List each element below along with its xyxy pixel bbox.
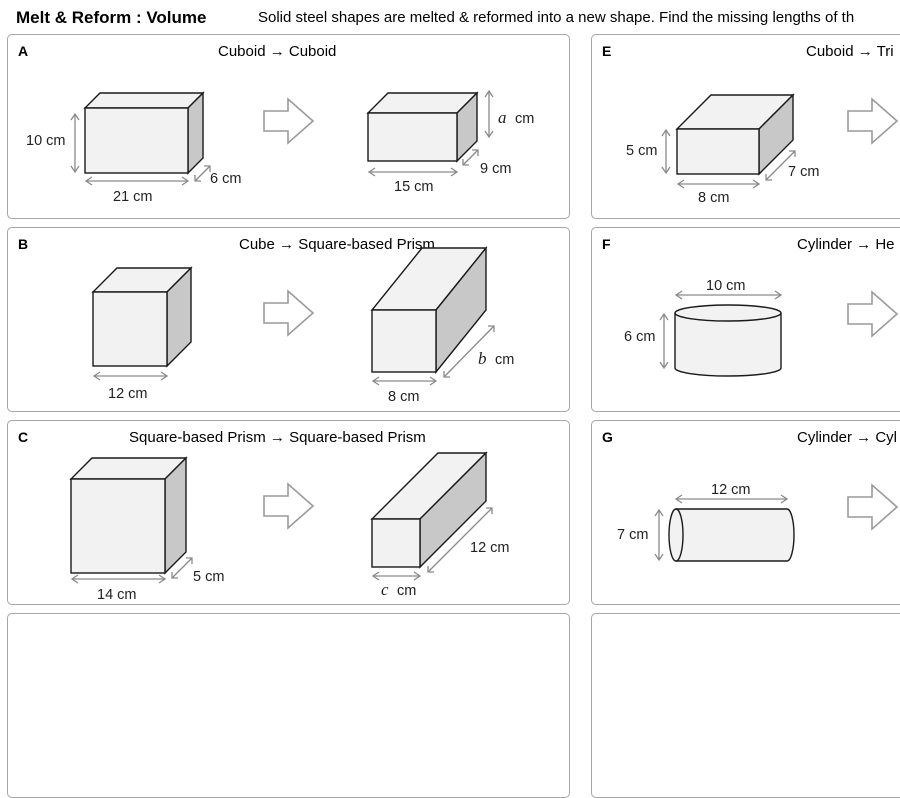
width-label: 21 cm — [113, 189, 153, 205]
unknown-variable: c — [381, 580, 389, 599]
panel-d — [7, 613, 570, 798]
panel-letter: B — [18, 236, 29, 252]
worksheet-title: Melt & Reform : Volume — [16, 8, 207, 27]
depth-label: 9 cm — [480, 161, 511, 177]
cuboid-shape — [366, 91, 479, 163]
cuboid-shape — [675, 93, 795, 176]
square-prism-shape — [370, 451, 488, 569]
panel-title: Cube → Square-based Prism — [239, 236, 435, 253]
depth-label: 6 cm — [210, 171, 241, 187]
transform-arrow-icon — [847, 290, 899, 338]
transform-arrow-icon — [847, 483, 899, 531]
width-label: 12 cm — [108, 386, 148, 402]
panel-c: C Square-based Prism → Square-based Pris… — [7, 420, 570, 605]
panel-f-diagram: 10 cm 6 cm — [624, 278, 899, 377]
worksheet-instructions: Solid steel shapes are melted & reformed… — [258, 9, 855, 26]
transform-arrow-icon — [847, 97, 899, 145]
length-label: 12 cm — [711, 482, 751, 498]
panel-letter: E — [602, 43, 612, 59]
panel-g-diagram: 12 cm 7 cm — [617, 482, 899, 562]
panel-e: E Cuboid → Tri 5 cm 8 cm 7 cm — [591, 34, 900, 219]
height-label: 6 cm — [624, 329, 655, 345]
dimension-lines — [70, 112, 211, 186]
width-label: 8 cm — [698, 190, 729, 206]
panel-h — [591, 613, 900, 798]
panel-letter: C — [18, 429, 29, 445]
diameter-label: 10 cm — [706, 278, 746, 294]
panel-g: G Cylinder → Cyl 12 cm 7 cm — [591, 420, 900, 605]
panel-letter: A — [18, 43, 29, 59]
panel-b: B Cube → Square-based Prism 12 cm 8 cm b… — [7, 227, 570, 412]
depth-label: 12 cm — [470, 540, 510, 556]
height-label: 10 cm — [26, 133, 66, 149]
panel-letter: G — [602, 429, 613, 445]
transform-arrow-icon — [263, 97, 315, 145]
panel-a: A Cuboid → Cuboid 10 cm 21 cm 6 cm a — [7, 34, 570, 219]
depth-unknown-label: b cm — [478, 349, 514, 368]
depth-label: 7 cm — [788, 164, 819, 180]
transform-arrow-icon — [263, 482, 315, 530]
width-label: 8 cm — [388, 389, 419, 405]
unknown-variable: a — [498, 108, 507, 127]
panel-title: Cuboid → Tri — [806, 43, 894, 60]
height-unknown-label: a cm — [498, 108, 534, 127]
width-unknown-label: c cm — [381, 580, 416, 599]
panel-c-diagram: 14 cm 5 cm c cm 12 cm — [69, 451, 510, 603]
cylinder-shape — [674, 304, 782, 377]
width-label: 15 cm — [394, 179, 434, 195]
panel-title: Cylinder → He — [797, 236, 895, 253]
diameter-label: 7 cm — [617, 527, 648, 543]
square-prism-shape — [69, 456, 188, 575]
panel-a-diagram: 10 cm 21 cm 6 cm a cm 15 cm 9 cm — [26, 89, 534, 205]
panel-f: F Cylinder → He 10 cm 6 cm — [591, 227, 900, 412]
cuboid-shape — [83, 91, 205, 175]
width-label: 14 cm — [97, 587, 137, 603]
unknown-variable: b — [478, 349, 487, 368]
cylinder-shape — [668, 508, 795, 562]
depth-label: 5 cm — [193, 569, 224, 585]
panel-e-diagram: 5 cm 8 cm 7 cm — [626, 93, 899, 206]
panel-title: Square-based Prism → Square-based Prism — [129, 429, 426, 446]
panel-title: Cylinder → Cyl — [797, 429, 898, 446]
height-label: 5 cm — [626, 143, 657, 159]
transform-arrow-icon — [263, 289, 315, 337]
cube-shape — [91, 266, 193, 368]
square-prism-shape — [370, 246, 488, 374]
panel-title: Cuboid → Cuboid — [218, 43, 337, 60]
panel-letter: F — [602, 236, 611, 252]
panel-b-diagram: 12 cm 8 cm b cm — [91, 246, 514, 405]
